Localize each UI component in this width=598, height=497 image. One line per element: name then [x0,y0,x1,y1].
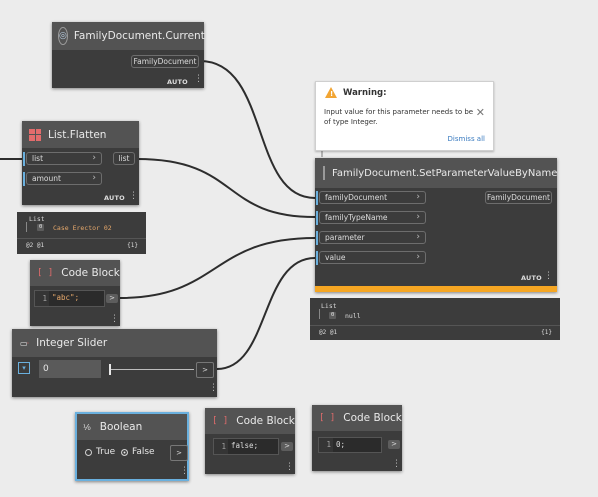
node-title: Code Block [61,267,120,279]
node-icon [323,166,325,180]
auto-label: AUTO [167,78,188,86]
output-port[interactable]: > [281,442,293,451]
preview-list-flatten: List 0 Case Erector 02 @2 @1 {1} [17,212,146,254]
list-flatten-icon [29,128,41,141]
node-title: FamilyDocument.SetParameterValueByName [332,167,558,179]
output-port[interactable]: > [170,445,188,461]
more-options-icon[interactable]: ⋮ [285,462,294,472]
code-block-icon: [ ] [37,268,54,278]
node-boolean[interactable]: ¹⁄₀ Boolean True False > ⋮ [75,412,189,481]
warning-bubble: ! Warning: Input value for this paramete… [315,81,494,151]
slider-value-input[interactable]: 0 [39,360,101,378]
code-editor[interactable]: 1 0; [318,437,382,453]
slider-track[interactable] [109,369,194,370]
code-block-icon: [ ] [212,416,229,426]
input-port-familydocument[interactable]: familyDocument› [319,191,426,204]
output-port[interactable]: > [388,440,400,449]
node-title: Code Block [236,415,295,427]
code-editor[interactable]: 1 false; [213,438,279,455]
slider-icon: ▭· [20,338,29,348]
wire-codeblock-to-parameter [119,237,316,299]
dismiss-all-link[interactable]: Dismiss all [447,135,485,143]
wire-current-to-familydocument [199,60,316,199]
code-block-icon: [ ] [319,413,336,423]
input-port-amount[interactable]: amount› [26,172,102,185]
preview-header: List [29,215,45,223]
input-port-list[interactable]: list› [26,152,102,165]
output-port[interactable]: > [196,362,214,378]
more-options-icon[interactable]: ⋮ [194,74,203,84]
more-options-icon[interactable]: ⋮ [110,314,119,324]
input-port-value[interactable]: value› [319,251,426,264]
preview-count: {1} [127,242,138,249]
auto-label: AUTO [521,274,542,282]
node-title: Code Block [343,412,402,424]
node-icon: ◎ [58,27,68,45]
code-editor[interactable]: 1 "abc"; [34,290,105,307]
preview-levels: @2 @1 [319,329,338,336]
preview-levels: @2 @1 [26,242,45,249]
preview-count: {1} [541,329,552,336]
node-list-flatten[interactable]: List.Flatten list› amount› list AUTO ⋮ [22,121,139,205]
more-options-icon[interactable]: ⋮ [544,271,553,281]
node-integer-slider[interactable]: ▭· Integer Slider ▾ 0 > ⋮ [12,329,218,397]
node-title: List.Flatten [48,128,107,141]
more-options-icon[interactable]: ⋮ [209,383,218,393]
boolean-icon: ¹⁄₀ [83,422,91,432]
radio-true[interactable]: True [85,447,115,457]
node-code-block-zero[interactable]: [ ] Code Block 1 0; > ⋮ [312,405,402,471]
node-familydocument-current[interactable]: ◎ FamilyDocument.Current FamilyDocument … [52,22,205,88]
auto-label: AUTO [104,194,125,202]
preview-index: 0 [329,312,337,319]
node-code-block-abc[interactable]: [ ] Code Block 1 "abc"; > ⋮ [30,260,120,326]
warning-state-bar [315,286,557,292]
preview-header: List [321,302,337,310]
node-title: FamilyDocument.Current [73,30,205,42]
output-port-familydocument[interactable]: FamilyDocument [131,55,199,68]
warning-icon [325,87,337,98]
more-options-icon[interactable]: ⋮ [129,191,138,201]
input-port-familytypename[interactable]: familyTypeName› [319,211,426,224]
expand-toggle[interactable]: ▾ [18,362,30,374]
output-port[interactable]: > [106,294,118,303]
node-setparametervaluebyname[interactable]: FamilyDocument.SetParameterValueByName f… [315,158,557,292]
radio-false[interactable]: False [121,447,155,457]
warning-title: Warning: [343,88,387,98]
wire-flatten-to-familytypename [136,158,316,218]
output-port-familydocument[interactable]: FamilyDocument [485,191,552,204]
preview-value: null [345,312,361,320]
node-code-block-false[interactable]: [ ] Code Block 1 false; > ⋮ [205,408,295,474]
output-port-list[interactable]: list [113,152,135,165]
node-title: Boolean [99,421,143,433]
wire-slider-to-value [216,257,316,370]
slider-thumb[interactable] [109,364,111,375]
more-options-icon[interactable]: ⋮ [180,466,189,476]
input-port-parameter[interactable]: parameter› [319,231,426,244]
node-title: Integer Slider [36,337,108,349]
close-icon[interactable]: ✕ [475,106,485,119]
preview-index: 0 [37,224,45,231]
more-options-icon[interactable]: ⋮ [392,459,401,469]
preview-setparameter: List 0 null @2 @1 {1} [310,298,560,340]
preview-value: Case Erector 02 [53,224,112,232]
warning-message: Input value for this parameter needs to … [324,108,474,126]
